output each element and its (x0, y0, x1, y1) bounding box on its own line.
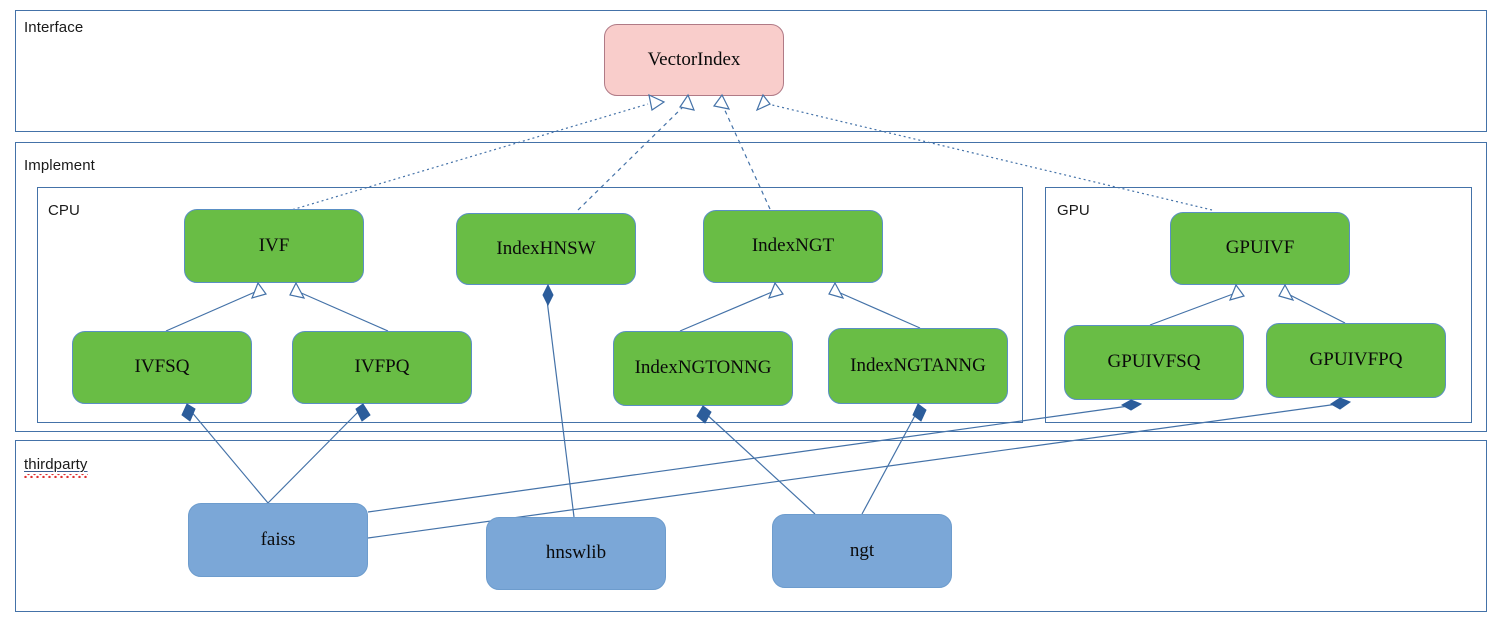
node-label: IVFPQ (354, 356, 410, 378)
container-label-thirdparty: thirdparty (24, 456, 88, 473)
container-label-implement: Implement (24, 157, 95, 174)
node-indexngtonng[interactable]: IndexNGTONNG (613, 331, 793, 406)
node-label: GPUIVFSQ (1107, 351, 1201, 373)
node-label: IndexNGT (751, 235, 835, 257)
node-gpuivfpq[interactable]: GPUIVFPQ (1266, 323, 1446, 398)
misspelled-text: thirdparty (24, 456, 88, 473)
node-gpuivf[interactable]: GPUIVF (1170, 212, 1350, 285)
node-indexhnsw[interactable]: IndexHNSW (456, 213, 636, 285)
container-label-interface: Interface (24, 19, 84, 36)
node-ivf[interactable]: IVF (184, 209, 364, 283)
container-label-gpu: GPU (1057, 202, 1090, 219)
node-label: GPUIVF (1225, 237, 1295, 259)
node-gpuivfsq[interactable]: GPUIVFSQ (1064, 325, 1244, 400)
node-label: faiss (260, 528, 296, 550)
node-vectorindex[interactable]: VectorIndex (604, 24, 784, 96)
node-label: IndexNGTANNG (850, 354, 986, 376)
node-label: IVFSQ (134, 356, 190, 378)
node-label: VectorIndex (647, 48, 741, 70)
node-faiss[interactable]: faiss (188, 503, 368, 577)
node-label: hnswlib (545, 542, 607, 564)
node-label: GPUIVFPQ (1309, 349, 1403, 371)
node-label: ngt (849, 539, 875, 561)
node-ngt[interactable]: ngt (772, 514, 952, 588)
node-label: IndexNGTONNG (634, 357, 772, 379)
node-label: IVF (258, 234, 290, 256)
node-hnswlib[interactable]: hnswlib (486, 517, 666, 590)
node-label: IndexHNSW (496, 237, 596, 259)
node-ivfsq[interactable]: IVFSQ (72, 331, 252, 404)
node-ivfpq[interactable]: IVFPQ (292, 331, 472, 404)
node-indexngtanng[interactable]: IndexNGTANNG (828, 328, 1008, 404)
node-indexngt[interactable]: IndexNGT (703, 210, 883, 283)
container-label-cpu: CPU (48, 202, 80, 219)
